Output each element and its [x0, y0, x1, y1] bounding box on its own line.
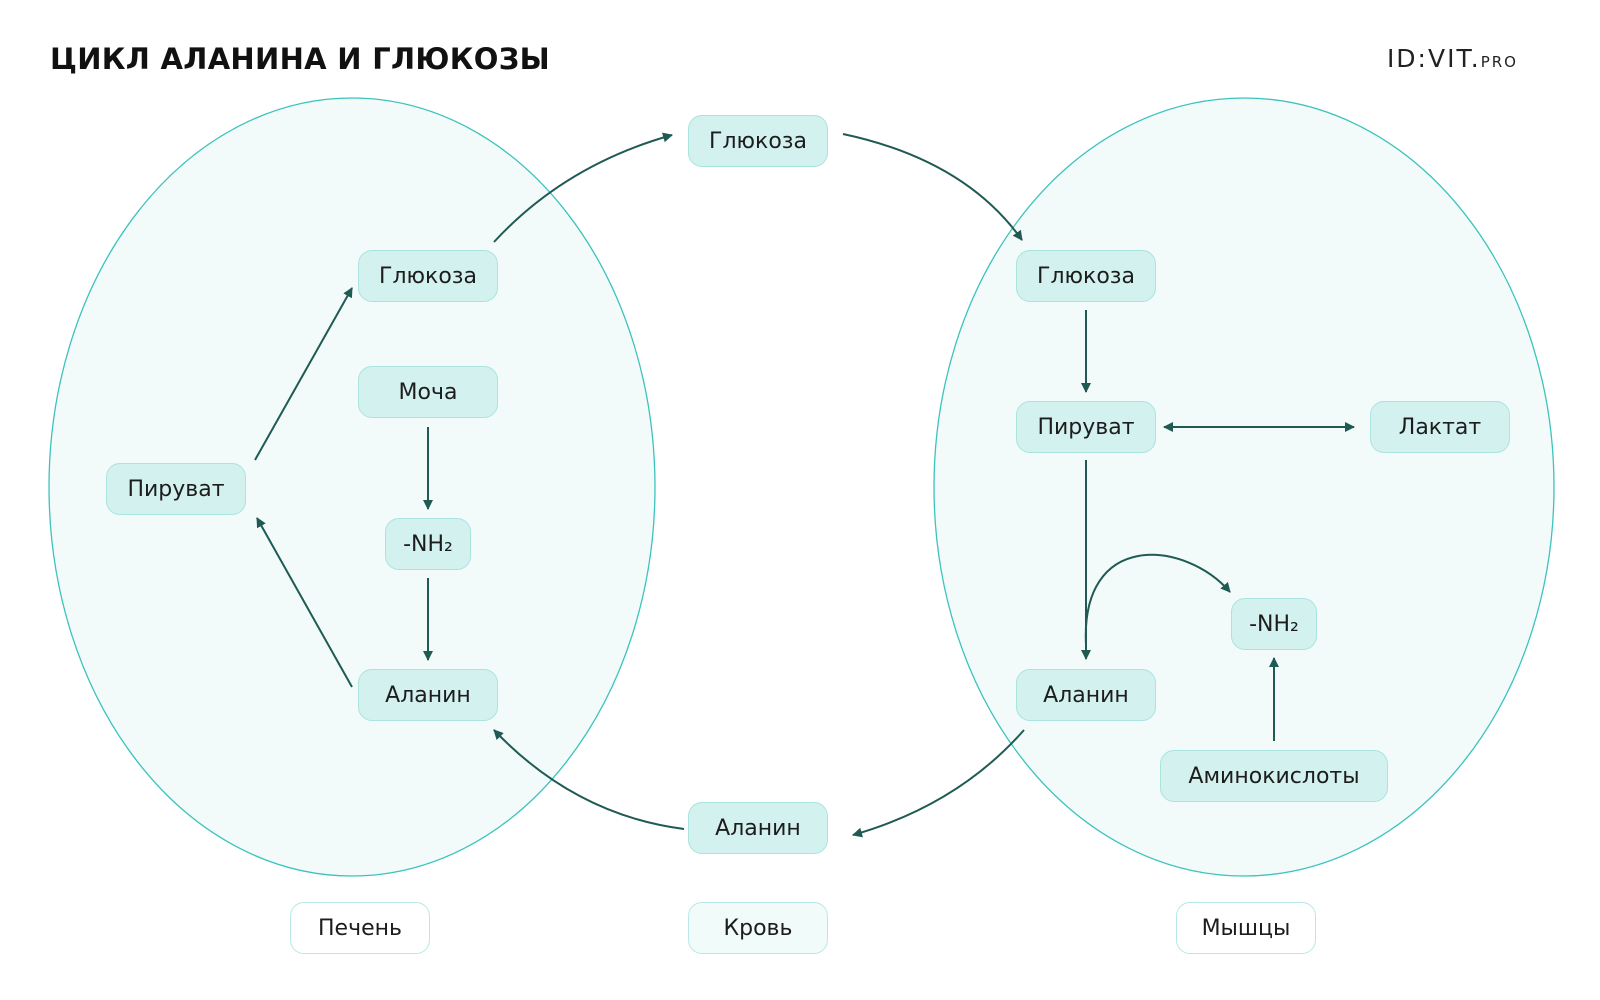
- liver-amine-node: -NH₂: [385, 518, 471, 570]
- muscle-alanine-node: Аланин: [1016, 669, 1156, 721]
- arrow-liver-alanine-to-pyruvate: [256, 517, 353, 688]
- arrow-muscle-alanine-to-blood: [852, 729, 1025, 838]
- blood-label: Кровь: [688, 902, 828, 954]
- liver-glucose-node: Глюкоза: [358, 250, 498, 302]
- liver-region: [48, 97, 656, 877]
- lactate-node: Лактат: [1370, 401, 1510, 453]
- muscle-pyruvate-node: Пируват: [1016, 401, 1156, 453]
- arrow-blood-alanine-to-liver: [493, 729, 685, 830]
- arrow-liver-glucose-to-blood: [493, 132, 673, 243]
- muscle-glucose-node: Глюкоза: [1016, 250, 1156, 302]
- logo-suffix: PRO: [1480, 53, 1518, 71]
- arrow-blood-glucose-to-muscle: [842, 133, 1023, 241]
- arrow-liver-pyruvate-to-glucose: [254, 287, 353, 461]
- muscle-amine-node: -NH₂: [1231, 598, 1317, 650]
- muscle-label: Мышцы: [1176, 902, 1316, 954]
- liver-alanine-node: Аланин: [358, 669, 498, 721]
- brand-logo: ID:VIT.PRO: [1387, 44, 1518, 73]
- liver-pyruvate-node: Пируват: [106, 463, 246, 515]
- arrow-transamination-to-amine: [1084, 553, 1231, 646]
- liver-label: Печень: [290, 902, 430, 954]
- blood-glucose-node: Глюкоза: [688, 115, 828, 167]
- page-title: ЦИКЛ АЛАНИНА И ГЛЮКОЗЫ: [50, 42, 550, 76]
- amino-acids-node: Аминокислоты: [1160, 750, 1388, 802]
- logo-text: ID:VIT.: [1386, 44, 1481, 73]
- urine-node: Моча: [358, 366, 498, 418]
- blood-alanine-node: Аланин: [688, 802, 828, 854]
